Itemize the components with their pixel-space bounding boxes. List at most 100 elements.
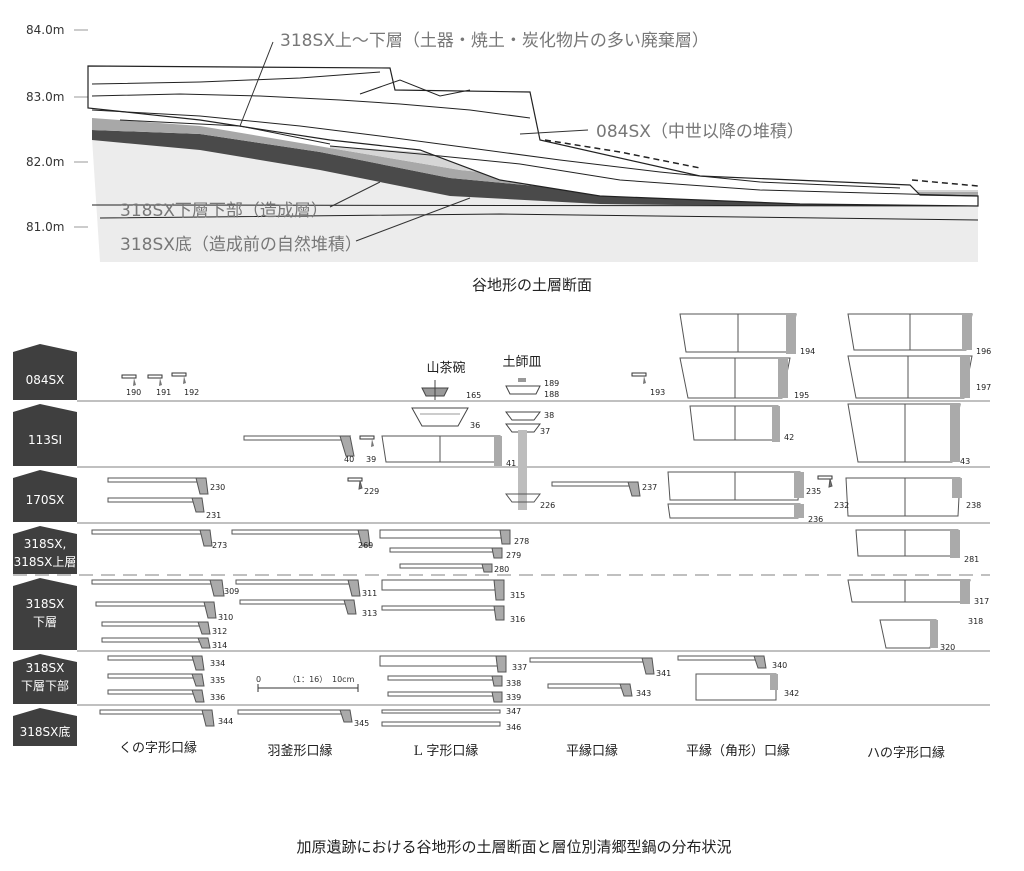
layer-label-318sx-b: 318SX上層 <box>14 555 77 569</box>
section-caption: 谷地形の土層断面 <box>472 276 592 294</box>
sherd-43 <box>847 403 961 463</box>
num-339: 339 <box>506 693 521 702</box>
scale-ratio: （1：16） <box>288 675 327 684</box>
num-235: 235 <box>806 487 821 496</box>
num-191: 191 <box>156 388 171 397</box>
num-194: 194 <box>800 347 815 356</box>
num-347: 347 <box>506 707 521 716</box>
num-195: 195 <box>794 391 809 400</box>
num-40: 40 <box>344 455 354 464</box>
sherd-341 <box>529 657 655 675</box>
row-084sx <box>121 313 973 400</box>
num-315: 315 <box>510 591 525 600</box>
sherd-235 <box>667 471 804 501</box>
num-189: 189 <box>544 379 559 388</box>
sherd-337 <box>379 655 507 673</box>
layer-label-318sx-lower-b: 下層 <box>33 615 57 629</box>
label-upper-lower: 318SX上〜下層（土器・焼土・炭化物片の多い廃棄層） <box>280 31 709 51</box>
sherd-334 <box>107 655 205 671</box>
num-280: 280 <box>494 565 509 574</box>
num-42: 42 <box>784 433 794 442</box>
num-237: 237 <box>642 483 657 492</box>
num-341: 341 <box>656 669 671 678</box>
sherd-190 <box>121 374 137 387</box>
num-190: 190 <box>126 388 141 397</box>
row-318sx-upper <box>91 529 960 573</box>
num-273: 273 <box>212 541 227 550</box>
row-dividers <box>13 400 990 706</box>
num-345: 345 <box>354 719 369 728</box>
num-229: 229 <box>364 487 379 496</box>
type-label-ku: くの字形口縁 <box>119 740 197 756</box>
label-later: 084SX（中世以降の堆積） <box>596 122 804 142</box>
num-279: 279 <box>506 551 521 560</box>
scale-end: 10cm <box>332 675 355 684</box>
num-311: 311 <box>362 589 377 598</box>
layer-label-318sx-lower-a: 318SX <box>26 597 65 611</box>
layer-label-113si: 113SI <box>28 433 62 447</box>
sherd-42 <box>689 405 780 442</box>
layer-label-170sx: 170SX <box>26 493 65 507</box>
sherd-numbers: 190 191 192 193 194 195 196 197 165 189 … <box>126 347 991 732</box>
num-320: 320 <box>940 643 955 652</box>
sherd-313 <box>239 599 357 615</box>
num-312: 312 <box>212 627 227 636</box>
figure-caption: 加原遺跡における谷地形の土層断面と層位別清郷型鍋の分布状況 <box>296 838 731 856</box>
band-cell-113si <box>13 404 77 466</box>
sherd-335 <box>107 673 205 687</box>
distribution-chart: 084SX 113SI 170SX 318SX, 318SX上層 318SX 下… <box>13 313 991 761</box>
row-318sx-bottom <box>99 709 501 727</box>
num-346: 346 <box>506 723 521 732</box>
sherd-347 <box>381 709 501 714</box>
num-309: 309 <box>224 587 239 596</box>
num-344: 344 <box>218 717 233 726</box>
num-343: 343 <box>636 689 651 698</box>
type-labels: くの字形口縁 羽釜形口縁 L 字形口縁 平縁口縁 平縁（角形）口縁 ハの字形口縁 <box>119 740 945 761</box>
layer-label-318sx-ll-b: 下層下部 <box>21 678 69 693</box>
type-label-l: L 字形口縁 <box>414 743 479 759</box>
sherd-281 <box>855 529 960 558</box>
dashed-surface-left <box>544 139 701 169</box>
sherd-279 <box>389 547 503 559</box>
sherd-273 <box>91 529 213 547</box>
sherd-320 <box>879 619 938 649</box>
sherd-343 <box>547 683 633 697</box>
band-cell-084sx <box>13 344 77 400</box>
band-cell-318sx-lowerlower <box>13 654 77 704</box>
sherd-41 <box>381 435 502 466</box>
row-113si <box>243 403 961 466</box>
num-236: 236 <box>808 515 823 524</box>
sherd-346 <box>381 721 501 727</box>
sherd-316 <box>381 605 505 621</box>
sherd-317 <box>847 579 971 604</box>
sherd-36 <box>411 407 469 427</box>
num-314: 314 <box>212 641 227 650</box>
num-165: 165 <box>466 391 481 400</box>
leader-lines <box>239 41 589 242</box>
label-tea-bowl: 山茶碗 <box>426 360 465 376</box>
type-label-hagama: 羽釜形口縁 <box>267 743 332 759</box>
num-334: 334 <box>210 659 225 668</box>
sherd-339 <box>387 691 503 703</box>
num-37: 37 <box>540 427 550 436</box>
layer-band <box>13 344 77 746</box>
num-336: 336 <box>210 693 225 702</box>
num-193: 193 <box>650 388 665 397</box>
sherd-188-189 <box>505 378 541 395</box>
num-316: 316 <box>510 615 525 624</box>
sherd-345 <box>237 709 353 723</box>
label-bottom: 318SX底（造成前の自然堆積） <box>120 235 362 255</box>
layer-labels: 084SX 113SI 170SX 318SX, 318SX上層 318SX 下… <box>14 373 77 739</box>
num-317: 317 <box>974 597 989 606</box>
sherd-309 <box>91 579 225 597</box>
num-278: 278 <box>514 537 529 546</box>
num-238: 238 <box>966 501 981 510</box>
num-340: 340 <box>772 661 787 670</box>
label-lower-lower: 318SX下層下部（造成層） <box>120 201 328 221</box>
plate-column <box>518 430 527 510</box>
sherd-193 <box>631 372 647 385</box>
sherd-238 <box>845 477 962 517</box>
num-36: 36 <box>470 421 480 430</box>
sherd-194 <box>679 313 797 354</box>
